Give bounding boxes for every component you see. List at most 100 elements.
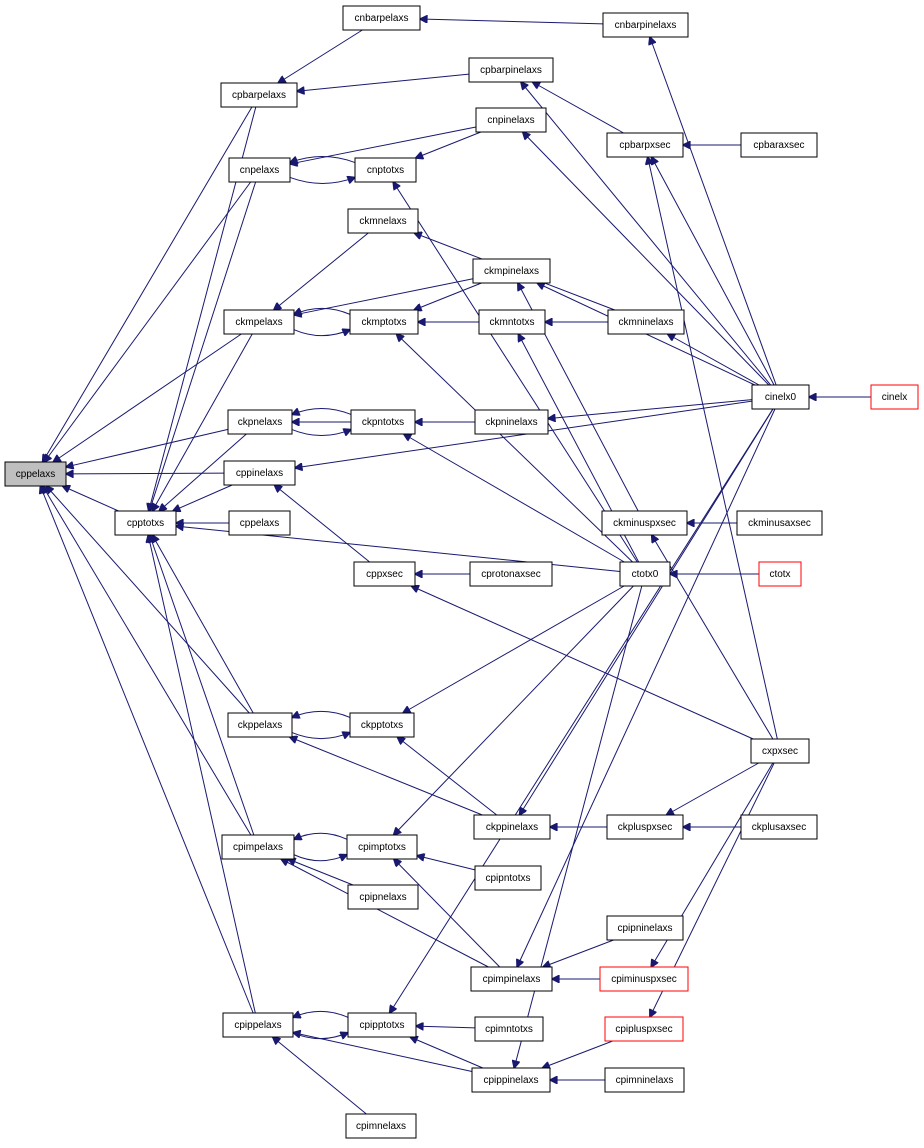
node-cppxsec[interactable]: cppxsec <box>353 561 416 587</box>
node-cpimpelaxs[interactable]: cpimpelaxs <box>221 834 295 860</box>
node-box-cpptotxs[interactable] <box>114 510 177 536</box>
node-box-cnptotxs[interactable] <box>354 157 417 183</box>
node-ckppinelaxs[interactable]: ckppinelaxs <box>473 814 551 840</box>
node-cinelx[interactable]: cinelx <box>870 384 919 410</box>
node-cpipluspxsec[interactable]: cpipluspxsec <box>604 1016 684 1042</box>
node-cpptotxs[interactable]: cpptotxs <box>114 510 177 536</box>
node-ckmptotxs[interactable]: ckmptotxs <box>349 309 419 335</box>
node-cpimntotxs[interactable]: cpimntotxs <box>474 1016 544 1042</box>
node-cxpxsec[interactable]: cxpxsec <box>750 738 810 764</box>
node-box-ckmntotxs[interactable] <box>478 309 546 335</box>
node-cpbarpelaxs[interactable]: cpbarpelaxs <box>220 82 298 108</box>
node-box-ckpnelaxs[interactable] <box>227 409 293 435</box>
node-box-cpiminuspxsec[interactable] <box>599 966 689 992</box>
node-ckpluspxsec[interactable]: ckpluspxsec <box>606 814 684 840</box>
node-box-ckminusaxsec[interactable] <box>736 510 823 536</box>
node-box-cpbarpinelaxs[interactable] <box>468 57 554 83</box>
node-box-cinelx[interactable] <box>870 384 919 410</box>
node-ctotx[interactable]: ctotx <box>758 561 802 587</box>
node-box-cpipluspxsec[interactable] <box>604 1016 684 1042</box>
node-ctotx0[interactable]: ctotx0 <box>619 561 671 587</box>
node-box-cpbarpelaxs[interactable] <box>220 82 298 108</box>
node-cnptotxs[interactable]: cnptotxs <box>354 157 417 183</box>
node-cpimninelaxs[interactable]: cpimninelaxs <box>604 1067 685 1093</box>
node-ckppelaxs[interactable]: ckppelaxs <box>227 712 293 738</box>
node-box-ckmptotxs[interactable] <box>349 309 419 335</box>
node-ckmninelaxs[interactable]: ckmninelaxs <box>607 309 685 335</box>
node-box-ckpptotxs[interactable] <box>349 712 415 738</box>
node-cpippinelaxs[interactable]: cpippinelaxs <box>471 1067 551 1093</box>
node-cpiminuspxsec[interactable]: cpiminuspxsec <box>599 966 689 992</box>
node-box-cppxsec[interactable] <box>353 561 416 587</box>
node-box-cpimninelaxs[interactable] <box>604 1067 685 1093</box>
node-box-ckpninelaxs[interactable] <box>474 409 549 435</box>
node-box-ckpluspxsec[interactable] <box>606 814 684 840</box>
node-ckpninelaxs[interactable]: ckpninelaxs <box>474 409 549 435</box>
node-box-ctotx0[interactable] <box>619 561 671 587</box>
node-box-cpipptotxs[interactable] <box>347 1012 417 1038</box>
node-cpimptotxs[interactable]: cpimptotxs <box>346 834 418 860</box>
node-ckmpelaxs[interactable]: ckmpelaxs <box>223 309 295 335</box>
node-box-ckpntotxs[interactable] <box>350 409 416 435</box>
node-cpippelaxs[interactable]: cpippelaxs <box>222 1012 294 1038</box>
node-box-cpippinelaxs[interactable] <box>471 1067 551 1093</box>
node-box-ckminuspxsec[interactable] <box>601 510 688 536</box>
node-ckmpinelaxs[interactable]: ckmpinelaxs <box>472 258 551 284</box>
node-box-cpimptotxs[interactable] <box>346 834 418 860</box>
node-cpipptotxs[interactable]: cpipptotxs <box>347 1012 417 1038</box>
node-cpbarpinelaxs[interactable]: cpbarpinelaxs <box>468 57 554 83</box>
node-box-cpippelaxs[interactable] <box>222 1012 294 1038</box>
node-cpipntotxs[interactable]: cpipntotxs <box>474 865 542 891</box>
node-cpipninelaxs[interactable]: cpipninelaxs <box>606 915 684 941</box>
node-cpbarpxsec[interactable]: cpbarpxsec <box>606 132 684 158</box>
node-box-ckplusaxsec[interactable] <box>740 814 818 840</box>
node-box-cinelx0[interactable] <box>751 384 810 410</box>
node-box-cppelaxs2[interactable] <box>228 510 291 536</box>
node-box-cprotonaxsec[interactable] <box>469 561 553 587</box>
node-cinelx0[interactable]: cinelx0 <box>751 384 810 410</box>
node-cnbarpinelaxs[interactable]: cnbarpinelaxs <box>602 12 689 38</box>
node-cpimnelaxs[interactable]: cpimnelaxs <box>345 1113 417 1139</box>
node-cpimpinelaxs[interactable]: cpimpinelaxs <box>470 966 553 992</box>
node-ckmntotxs[interactable]: ckmntotxs <box>478 309 546 335</box>
node-box-cppelaxs[interactable] <box>4 461 67 487</box>
node-ckpntotxs[interactable]: ckpntotxs <box>350 409 416 435</box>
node-box-cppinelaxs[interactable] <box>223 460 296 486</box>
node-ckpptotxs[interactable]: ckpptotxs <box>349 712 415 738</box>
node-ckminusaxsec[interactable]: ckminusaxsec <box>736 510 823 536</box>
node-box-cnbarpinelaxs[interactable] <box>602 12 689 38</box>
node-cnpelaxs[interactable]: cnpelaxs <box>228 157 291 183</box>
node-box-cnpinelaxs[interactable] <box>475 107 547 133</box>
node-box-cpbaraxsec[interactable] <box>740 132 818 158</box>
node-box-ckmpinelaxs[interactable] <box>472 258 551 284</box>
node-box-cpimpinelaxs[interactable] <box>470 966 553 992</box>
node-box-cpipnelaxs[interactable] <box>347 884 419 910</box>
node-box-cpipntotxs[interactable] <box>474 865 542 891</box>
node-box-ctotx[interactable] <box>758 561 802 587</box>
node-box-cpimntotxs[interactable] <box>474 1016 544 1042</box>
node-cppelaxs[interactable]: cppelaxs <box>4 461 67 487</box>
node-cnbarpelaxs[interactable]: cnbarpelaxs <box>342 5 421 31</box>
node-ckmnelaxs[interactable]: ckmnelaxs <box>347 208 419 234</box>
node-box-ckmninelaxs[interactable] <box>607 309 685 335</box>
node-box-cpipninelaxs[interactable] <box>606 915 684 941</box>
node-cppinelaxs[interactable]: cppinelaxs <box>223 460 296 486</box>
node-ckpnelaxs[interactable]: ckpnelaxs <box>227 409 293 435</box>
node-box-cpbarpxsec[interactable] <box>606 132 684 158</box>
node-box-ckmpelaxs[interactable] <box>223 309 295 335</box>
node-cpbaraxsec[interactable]: cpbaraxsec <box>740 132 818 158</box>
node-box-cxpxsec[interactable] <box>750 738 810 764</box>
node-ckplusaxsec[interactable]: ckplusaxsec <box>740 814 818 840</box>
node-box-ckmnelaxs[interactable] <box>347 208 419 234</box>
node-cnpinelaxs[interactable]: cnpinelaxs <box>475 107 547 133</box>
node-cpipnelaxs[interactable]: cpipnelaxs <box>347 884 419 910</box>
node-cppelaxs2[interactable]: cppelaxs <box>228 510 291 536</box>
node-box-ckppinelaxs[interactable] <box>473 814 551 840</box>
node-ckminuspxsec[interactable]: ckminuspxsec <box>601 510 688 536</box>
node-box-cpimpelaxs[interactable] <box>221 834 295 860</box>
node-box-cnbarpelaxs[interactable] <box>342 5 421 31</box>
node-box-cpimnelaxs[interactable] <box>345 1113 417 1139</box>
node-box-cnpelaxs[interactable] <box>228 157 291 183</box>
node-box-ckppelaxs[interactable] <box>227 712 293 738</box>
node-cprotonaxsec[interactable]: cprotonaxsec <box>469 561 553 587</box>
